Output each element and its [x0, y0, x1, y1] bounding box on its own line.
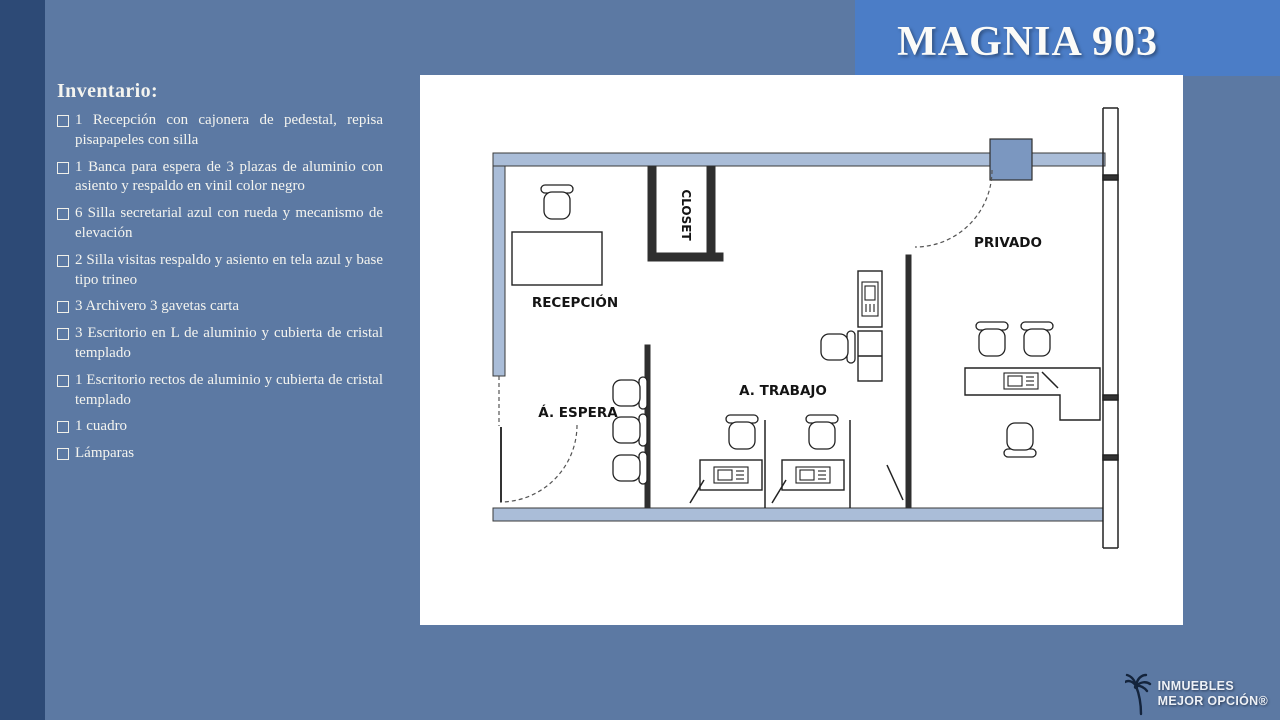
- list-item-text: 1 Escritorio rectos de aluminio y cubier…: [75, 371, 383, 408]
- checkbox-bullet-icon: [57, 421, 69, 434]
- computer-icon: [861, 281, 879, 317]
- inventory-heading: Inventario:: [57, 80, 159, 102]
- checkbox-bullet-icon: [57, 328, 69, 341]
- company-logo: INMUEBLES MEJOR OPCIÓN®: [1124, 672, 1268, 716]
- privado-door-arc: [914, 169, 993, 248]
- label-trabajo: A. TRABAJO: [739, 383, 827, 399]
- checkbox-bullet-icon: [57, 374, 69, 387]
- floorplan-svg: CLOSET PRIVADO RECEPCIÓN Á. ESPERA A. TR…: [492, 107, 1119, 549]
- door-block: [989, 138, 1033, 181]
- left-accent-stripe: [0, 0, 45, 720]
- checkbox-bullet-icon: [57, 301, 69, 314]
- reception-desk: [511, 231, 603, 286]
- visitor-chair: [975, 321, 1009, 357]
- checkbox-bullet-icon: [57, 115, 69, 127]
- label-espera: Á. ESPERA: [538, 404, 618, 421]
- label-privado: PRIVADO: [974, 235, 1042, 251]
- list-item: 1 Banca para espera de 3 plazas de alumi…: [57, 158, 383, 198]
- reception-furniture: [511, 184, 603, 286]
- list-item-text: 6 Silla secretarial azul con rueda y mec…: [75, 205, 383, 241]
- executive-chair: [1003, 422, 1037, 458]
- private-office-furniture: [964, 321, 1101, 458]
- room-labels: CLOSET PRIVADO RECEPCIÓN Á. ESPERA A. TR…: [532, 189, 1042, 421]
- file-cabinets: [820, 270, 883, 382]
- private-desk: [964, 367, 1101, 421]
- list-item-text: 2 Silla visitas respaldo y asiento en te…: [75, 251, 383, 288]
- work-chair: [725, 414, 759, 450]
- logo-line2: MEJOR OPCIÓN®: [1157, 694, 1268, 708]
- door-swings: [498, 169, 993, 503]
- checkbox-bullet-icon: [57, 208, 69, 221]
- label-recepcion: RECEPCIÓN: [532, 293, 618, 311]
- floorplan-panel: CLOSET PRIVADO RECEPCIÓN Á. ESPERA A. TR…: [420, 75, 1183, 625]
- list-item-text: 3 Escritorio en L de aluminio y cubierta…: [75, 325, 383, 361]
- list-item: 2 Silla visitas respaldo y asiento en te…: [57, 251, 383, 291]
- list-item: 6 Silla secretarial azul con rueda y mec…: [57, 204, 383, 244]
- list-item: 1 Escritorio rectos de aluminio y cubier…: [57, 371, 383, 411]
- work-area-furniture: [689, 414, 904, 504]
- logo-line1: INMUEBLES: [1157, 679, 1234, 693]
- list-item: 3 Escritorio en L de aluminio y cubierta…: [57, 324, 383, 364]
- list-item-text: Lámparas: [75, 445, 135, 462]
- logo-text: INMUEBLES MEJOR OPCIÓN®: [1158, 679, 1268, 709]
- palm-tree-icon: [1124, 673, 1151, 716]
- inventory-list: Inventario: 1 Recepción con cajonera de …: [57, 80, 383, 471]
- work-chair: [820, 330, 856, 364]
- computer-icon: [795, 466, 831, 484]
- reception-chair: [540, 184, 574, 220]
- checkbox-bullet-icon: [57, 161, 69, 174]
- page-title: MAGNIA 903: [897, 19, 1158, 65]
- list-item: Lámparas: [57, 444, 383, 464]
- computer-icon: [713, 466, 749, 484]
- waiting-area-furniture: [612, 376, 648, 485]
- entry-door-arc: [499, 424, 578, 503]
- checkbox-bullet-icon: [57, 448, 69, 461]
- list-item: 3 Archivero 3 gavetas carta: [57, 297, 383, 317]
- list-item: 1 Recepción con cajonera de pedestal, re…: [57, 111, 383, 151]
- checkbox-bullet-icon: [57, 254, 69, 267]
- waiting-chair: [612, 413, 648, 447]
- list-item-text: 3 Archivero 3 gavetas carta: [75, 298, 240, 315]
- title-band: [855, 0, 1280, 76]
- visitor-chair: [1020, 321, 1054, 357]
- work-chair: [805, 414, 839, 450]
- list-item-text: 1 Banca para espera de 3 plazas de alumi…: [75, 158, 383, 195]
- list-item: 1 cuadro: [57, 417, 383, 437]
- waiting-chair: [612, 376, 648, 410]
- computer-icon: [1003, 372, 1039, 390]
- window-wall: [1102, 107, 1119, 549]
- list-item-text: 1 Recepción con cajonera de pedestal, re…: [75, 112, 383, 148]
- list-item-text: 1 cuadro: [75, 418, 128, 435]
- label-closet: CLOSET: [679, 189, 693, 241]
- waiting-chair: [612, 451, 648, 485]
